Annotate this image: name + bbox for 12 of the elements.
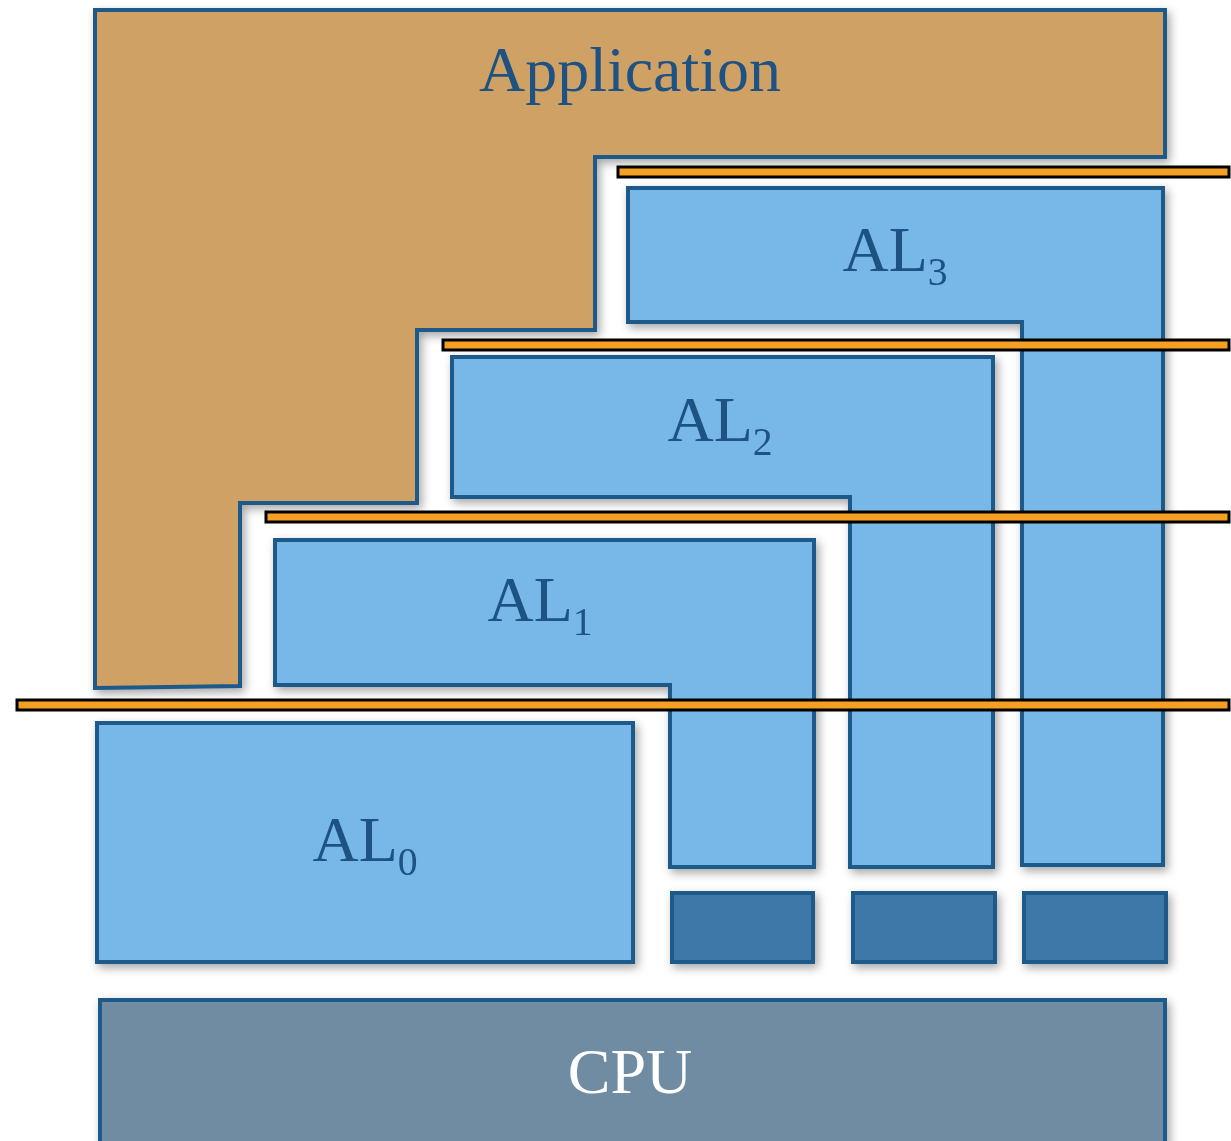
hardware-block [853, 893, 995, 962]
layer-label: CPU [567, 1040, 693, 1104]
layer-label: AL$_{3}$ [842, 217, 948, 293]
abstraction-layer [452, 357, 993, 867]
hardware-block [1024, 893, 1166, 962]
application-layer [95, 10, 1165, 690]
cpu-layer [100, 1000, 1165, 1141]
layer-label: AL$_{1}$ [487, 567, 593, 643]
layer-label: AL$_{2}$ [667, 387, 773, 463]
abstraction-layer [97, 723, 633, 962]
layer-label: AL$_{0}$ [312, 807, 418, 883]
hardware-block [672, 893, 813, 962]
